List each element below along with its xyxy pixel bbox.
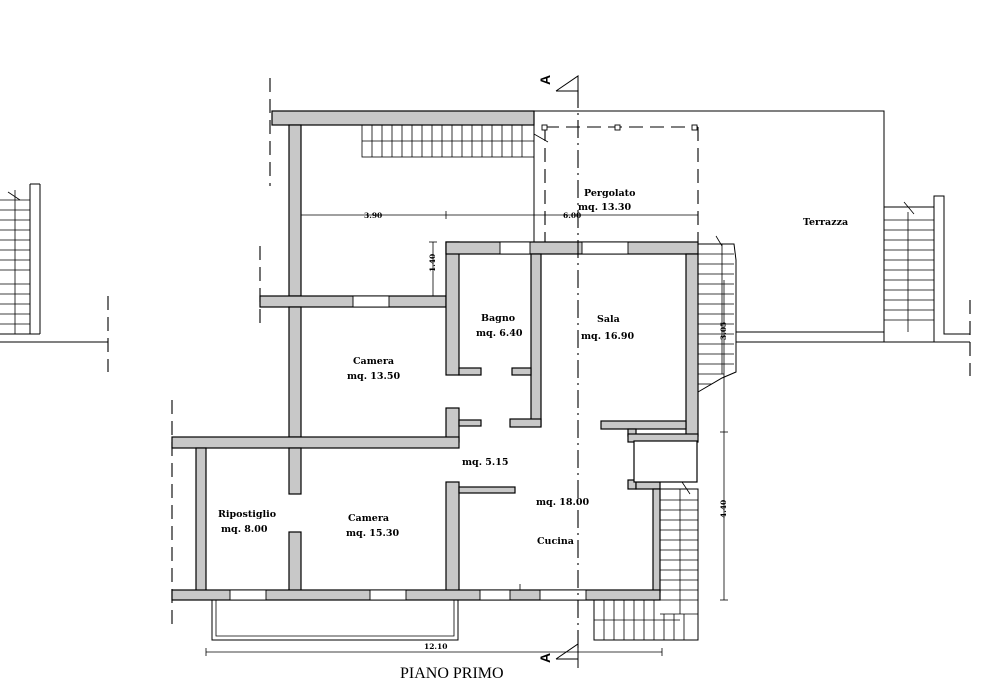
dim-top-right: 6.00 [563, 211, 581, 220]
room-name-sala: Sala [597, 314, 620, 325]
room-name-bagno: Bagno [481, 313, 515, 324]
section-marker-bottom: A [537, 653, 553, 663]
dim-bottom-total: 12.10 [424, 642, 448, 651]
left-neighbour-stair [0, 183, 109, 372]
sala-side-stair [697, 235, 737, 393]
room-area-camera-2: mq. 15.30 [346, 528, 399, 539]
room-name-camera-2: Camera [348, 513, 389, 524]
room-area-pergolato: mq. 13.30 [578, 202, 631, 213]
drawing-title: PIANO PRIMO [400, 665, 504, 682]
dim-vertical-1: 1.40 [428, 254, 437, 272]
room-name-pergolato: Pergolato [584, 188, 635, 199]
room-area-camera-1: mq. 13.50 [347, 371, 400, 382]
room-area-disimpegno: mq. 5.15 [462, 457, 508, 468]
dim-right-upper: 3.05 [719, 322, 728, 340]
terrace-outline [533, 110, 971, 376]
room-name-terrazza: Terrazza [803, 217, 848, 228]
room-area-ripostiglio: mq. 8.00 [221, 524, 268, 535]
break-lines [171, 78, 271, 628]
room-name-ripostiglio: Ripostiglio [218, 509, 276, 520]
room-area-bagno: mq. 6.40 [476, 328, 523, 339]
east-stair [884, 195, 970, 342]
north-stair [361, 124, 549, 158]
dimension-lines [205, 211, 728, 656]
room-name-cucina: Cucina [537, 536, 574, 547]
room-name-camera-1: Camera [353, 356, 394, 367]
section-line-a-a [555, 75, 579, 668]
south-balcony [211, 600, 459, 641]
section-marker-top: A [537, 75, 553, 85]
kitchen-stair [593, 481, 699, 641]
dim-right-lower: 4.40 [719, 500, 728, 518]
room-area-sala: mq. 16.90 [581, 331, 634, 342]
windows [229, 241, 629, 601]
room-area-cucina: mq. 18.00 [536, 497, 589, 508]
dim-top-left: 3.90 [364, 211, 382, 220]
